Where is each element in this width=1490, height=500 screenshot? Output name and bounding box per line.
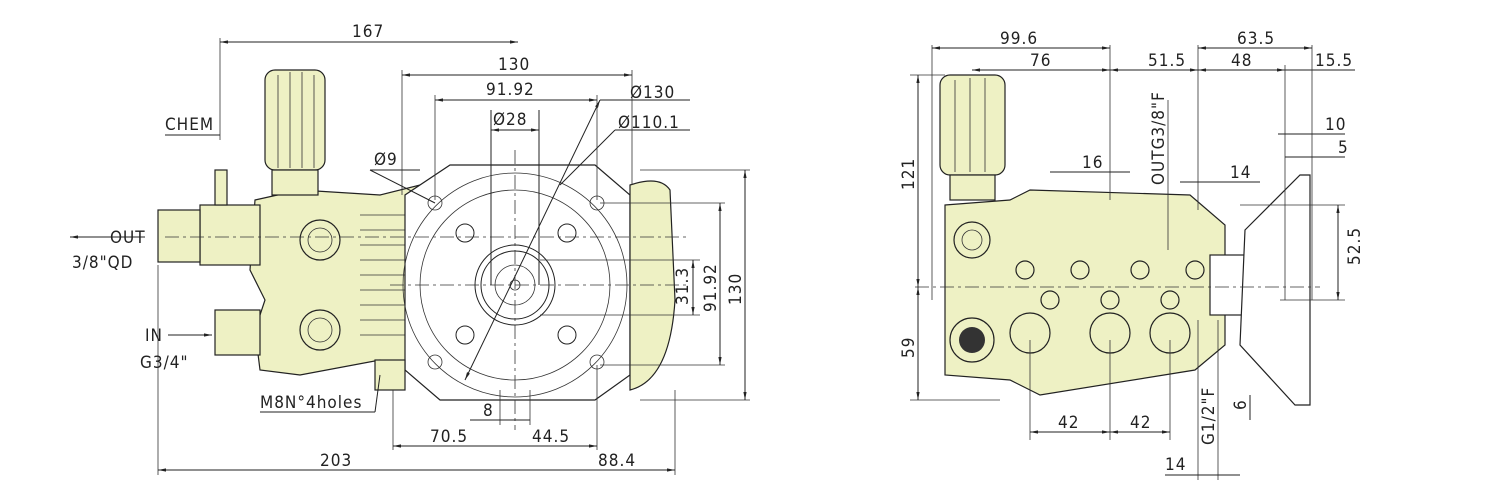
dim-203: 203 (320, 451, 352, 471)
dim-130-top: 130 (498, 55, 530, 75)
front-view: 167 130 91.92 Ø130 Ø110.1 Ø28 Ø9 CHEM OU… (70, 22, 750, 475)
dim-51-5: 51.5 (1148, 51, 1186, 71)
dim-44-5: 44.5 (532, 427, 570, 447)
dim-91-92-side: 91.92 (701, 263, 721, 312)
manifold-body (249, 184, 421, 376)
manifold-plugs (1009, 260, 1205, 354)
unloader-knob (264, 69, 326, 171)
in-port-label: G1/2"F (1199, 387, 1219, 445)
dim-99-6: 99.6 (1000, 29, 1038, 49)
holes-label: M8N°4holes (260, 393, 362, 413)
side-unloader-knob (939, 74, 1006, 176)
out-size-label: 3/8"QD (72, 253, 133, 273)
dim-5: 5 (1338, 138, 1349, 158)
dim-31-3: 31.3 (673, 267, 693, 305)
outlet-fitting (199, 204, 261, 266)
out-port-label: OUTG3/8"F (1149, 91, 1169, 185)
dim-63-5: 63.5 (1237, 29, 1275, 49)
dim-48: 48 (1231, 51, 1252, 71)
side-manifold (944, 189, 1226, 396)
dim-70-5: 70.5 (430, 427, 468, 447)
dim-6: 6 (1231, 399, 1251, 410)
in-size-label: G3/4" (140, 353, 189, 373)
out-label: OUT (110, 228, 146, 248)
chem-label: CHEM (165, 115, 214, 135)
dim-52-5: 52.5 (1345, 227, 1365, 265)
dim-130-side: 130 (726, 273, 746, 305)
dim-14-bottom: 14 (1165, 455, 1186, 475)
dim-42-right: 42 (1130, 413, 1151, 433)
dim-121: 121 (899, 158, 919, 190)
dim-91-92-top: 91.92 (486, 80, 535, 100)
dim-10: 10 (1325, 115, 1346, 135)
dia-130: Ø130 (630, 83, 675, 103)
dim-42-left: 42 (1058, 413, 1079, 433)
mounting-flange (404, 164, 631, 401)
dim-8: 8 (483, 401, 494, 421)
dim-16: 16 (1082, 153, 1103, 173)
side-flange (1239, 174, 1311, 406)
in-label: IN (145, 326, 163, 346)
dim-15-5: 15.5 (1315, 51, 1353, 71)
dia-110-1: Ø110.1 (618, 113, 680, 133)
crankcase-cover (629, 180, 676, 391)
dim-76: 76 (1030, 51, 1051, 71)
inlet-fitting (214, 309, 261, 356)
dia-9: Ø9 (374, 150, 398, 170)
dim-88-4: 88.4 (598, 451, 636, 471)
dia-28: Ø28 (493, 110, 528, 130)
dim-14-top: 14 (1230, 163, 1251, 183)
dim-167: 167 (352, 22, 384, 42)
dim-59: 59 (899, 337, 919, 358)
side-view: 99.6 76 51.5 63.5 48 15.5 10 5 OUTG3/8"F… (899, 29, 1365, 480)
